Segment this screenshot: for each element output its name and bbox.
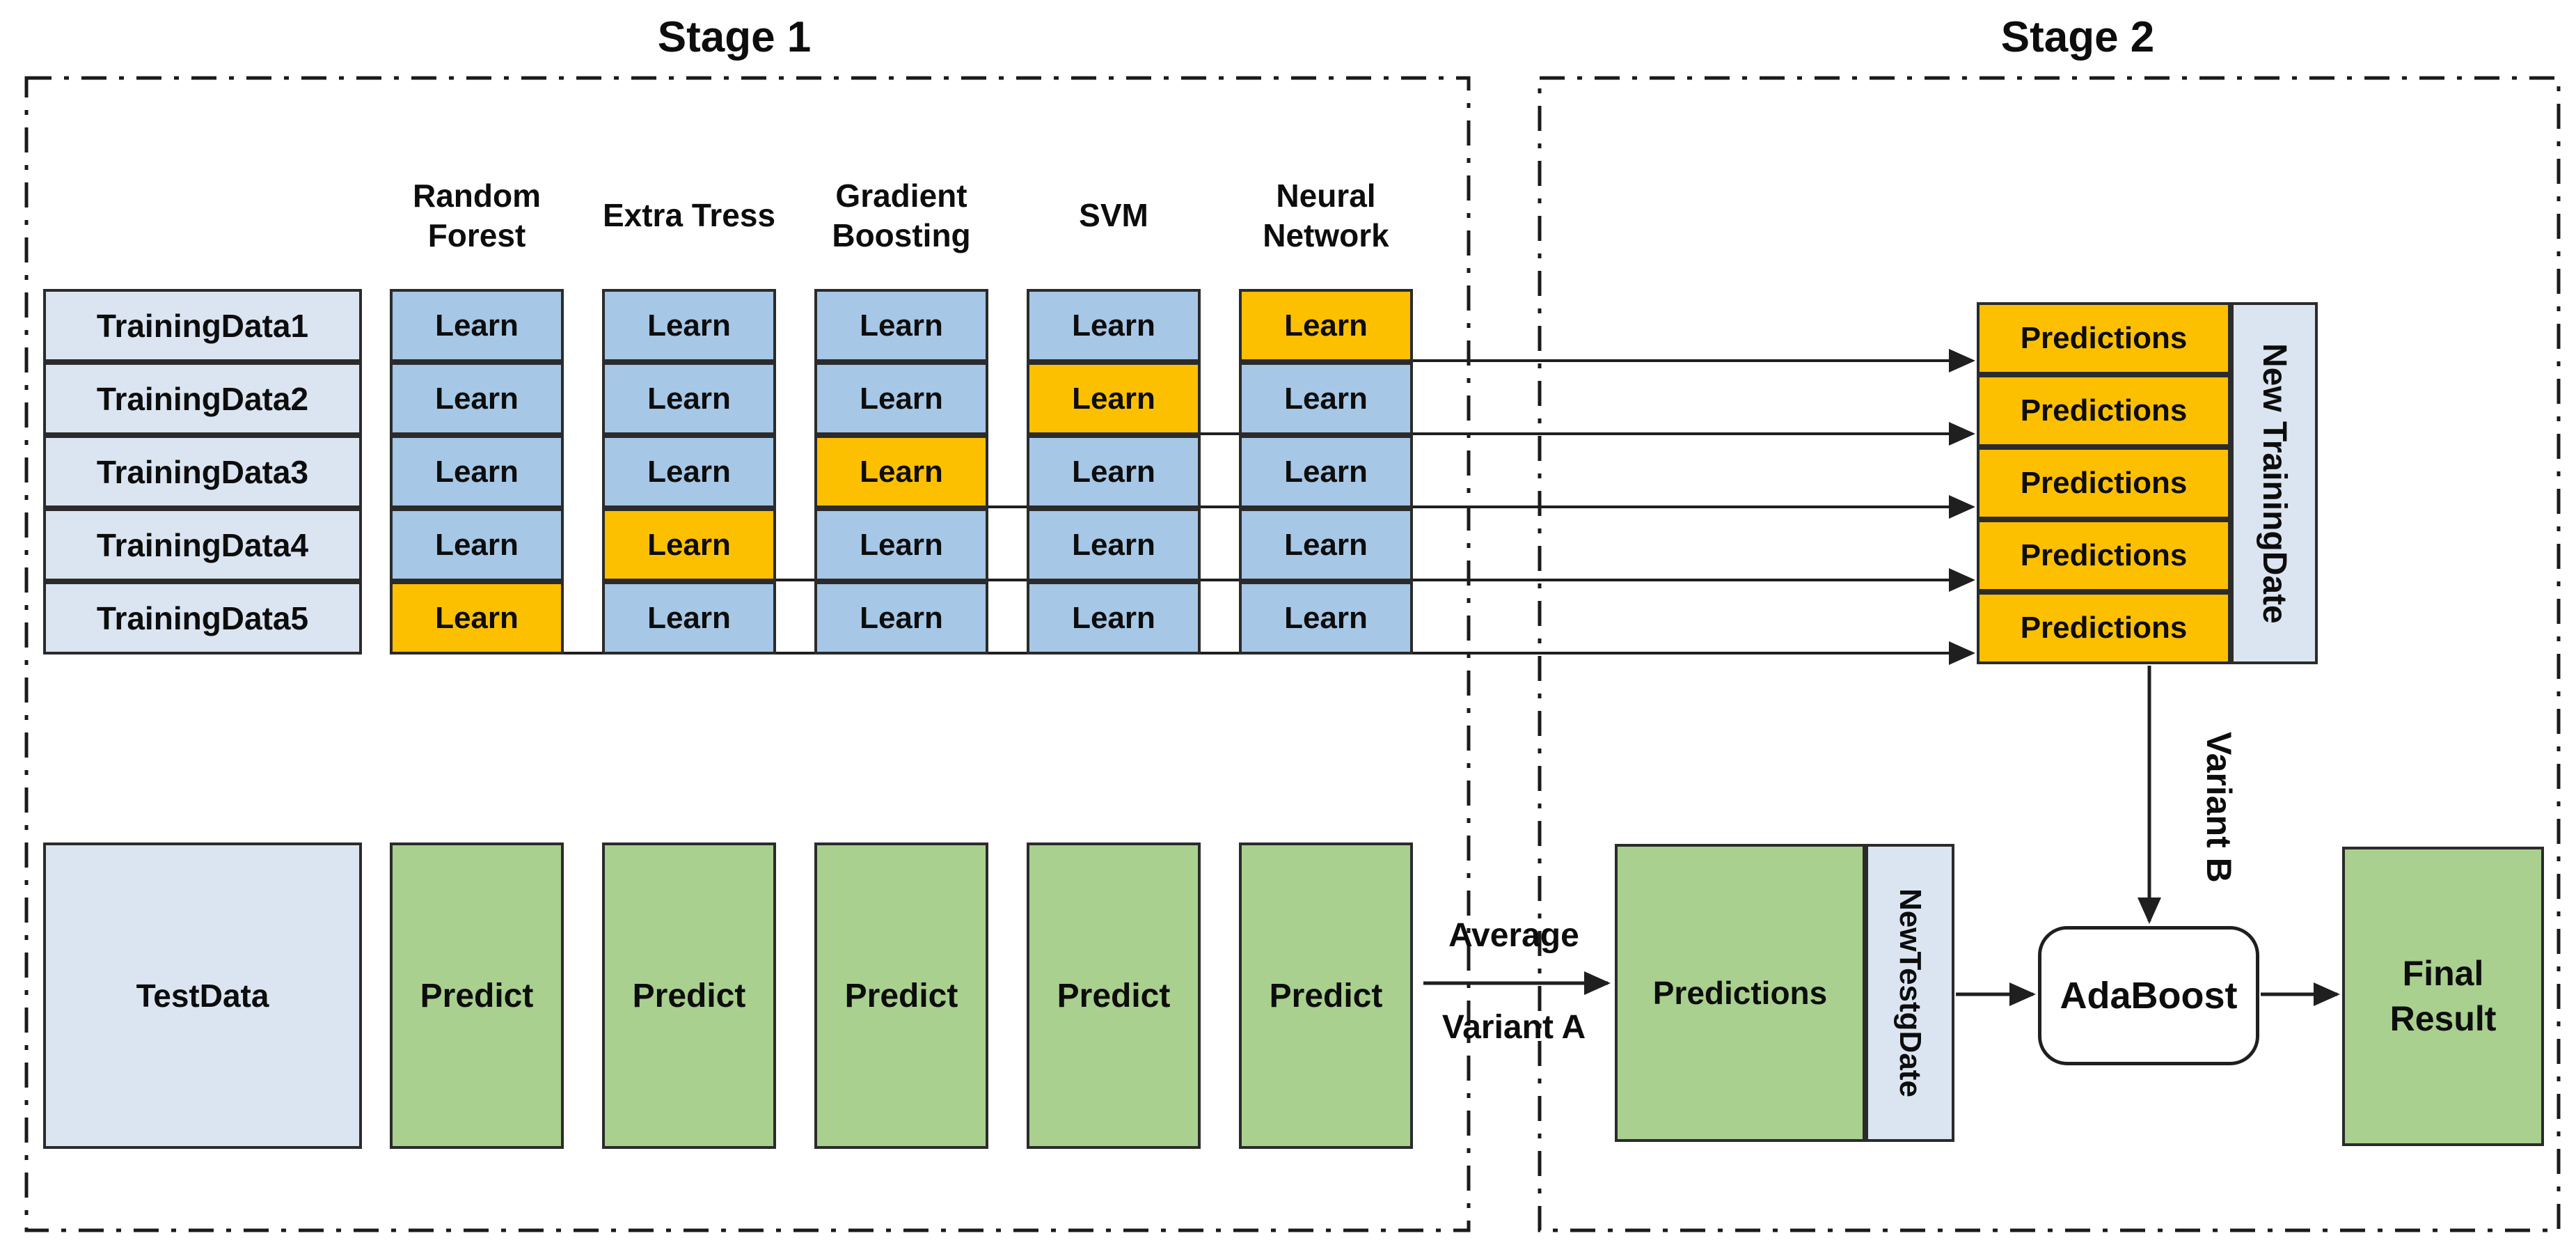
predictions-cell: Predictions: [1977, 302, 2231, 375]
adaboost-box: AdaBoost: [2038, 926, 2259, 1065]
learn-cell-highlighted: Learn: [602, 508, 776, 581]
new-test-data-strip-label: NewTestgDate: [1893, 888, 1927, 1097]
learn-cell-highlighted: Learn: [1239, 289, 1413, 362]
learn-cell: Learn: [602, 289, 776, 362]
training-data-5: TrainingData5: [43, 581, 362, 655]
stage2-title: Stage 2: [2000, 13, 2155, 61]
predict-box: Predict: [1027, 842, 1201, 1149]
predictions-cell: Predictions: [1977, 447, 2231, 519]
predictions-cell: Predictions: [1977, 375, 2231, 447]
final-result-box: Final Result: [2342, 847, 2544, 1146]
predict-box: Predict: [814, 842, 988, 1149]
learn-cell-highlighted: Learn: [390, 581, 564, 655]
header-random-forest: Random Forest: [413, 177, 541, 254]
variant-b-label: Variant B: [2199, 732, 2238, 883]
learn-cell: Learn: [602, 362, 776, 435]
learn-cell: Learn: [602, 581, 776, 655]
test-predictions-box: Predictions: [1615, 844, 1865, 1142]
learn-cell: Learn: [1239, 362, 1413, 435]
learn-cell-highlighted: Learn: [814, 435, 988, 508]
learn-cell: Learn: [814, 289, 988, 362]
new-training-data-strip: New TrainingDate: [2231, 302, 2318, 664]
learn-cell: Learn: [390, 289, 564, 362]
training-data-1: TrainingData1: [43, 289, 362, 362]
learn-cell: Learn: [390, 435, 564, 508]
header-gradient-boosting: Gradient Boosting: [832, 177, 971, 254]
learn-cell: Learn: [602, 435, 776, 508]
test-data-box: TestData: [43, 842, 362, 1149]
learn-cell: Learn: [390, 508, 564, 581]
new-test-data-strip: NewTestgDate: [1865, 844, 1954, 1142]
variant-a-label: Variant A: [1441, 1009, 1586, 1046]
learn-cell: Learn: [1027, 581, 1201, 655]
predictions-cell: Predictions: [1977, 592, 2231, 664]
predict-box: Predict: [602, 842, 776, 1149]
stage2-boundary: [1538, 76, 2561, 1232]
learn-cell: Learn: [1239, 508, 1413, 581]
learn-cell: Learn: [814, 581, 988, 655]
training-data-4: TrainingData4: [43, 508, 362, 581]
learn-cell: Learn: [1027, 508, 1201, 581]
header-svm: SVM: [1079, 197, 1148, 234]
learn-cell: Learn: [1027, 435, 1201, 508]
new-training-data-strip-label: New TrainingDate: [2256, 343, 2293, 624]
training-data-3: TrainingData3: [43, 435, 362, 508]
predict-box: Predict: [1239, 842, 1413, 1149]
training-data-2: TrainingData2: [43, 362, 362, 435]
header-extra-tress: Extra Tress: [602, 197, 776, 234]
header-neural-network: Neural Network: [1263, 177, 1389, 254]
learn-cell: Learn: [1027, 289, 1201, 362]
learn-cell: Learn: [1239, 435, 1413, 508]
learn-cell: Learn: [390, 362, 564, 435]
learn-cell: Learn: [814, 508, 988, 581]
predict-box: Predict: [390, 842, 564, 1149]
stage1-title: Stage 1: [657, 13, 812, 61]
learn-cell: Learn: [1239, 581, 1413, 655]
learn-cell: Learn: [814, 362, 988, 435]
average-label: Average: [1448, 917, 1579, 954]
predictions-cell: Predictions: [1977, 519, 2231, 592]
learn-cell-highlighted: Learn: [1027, 362, 1201, 435]
